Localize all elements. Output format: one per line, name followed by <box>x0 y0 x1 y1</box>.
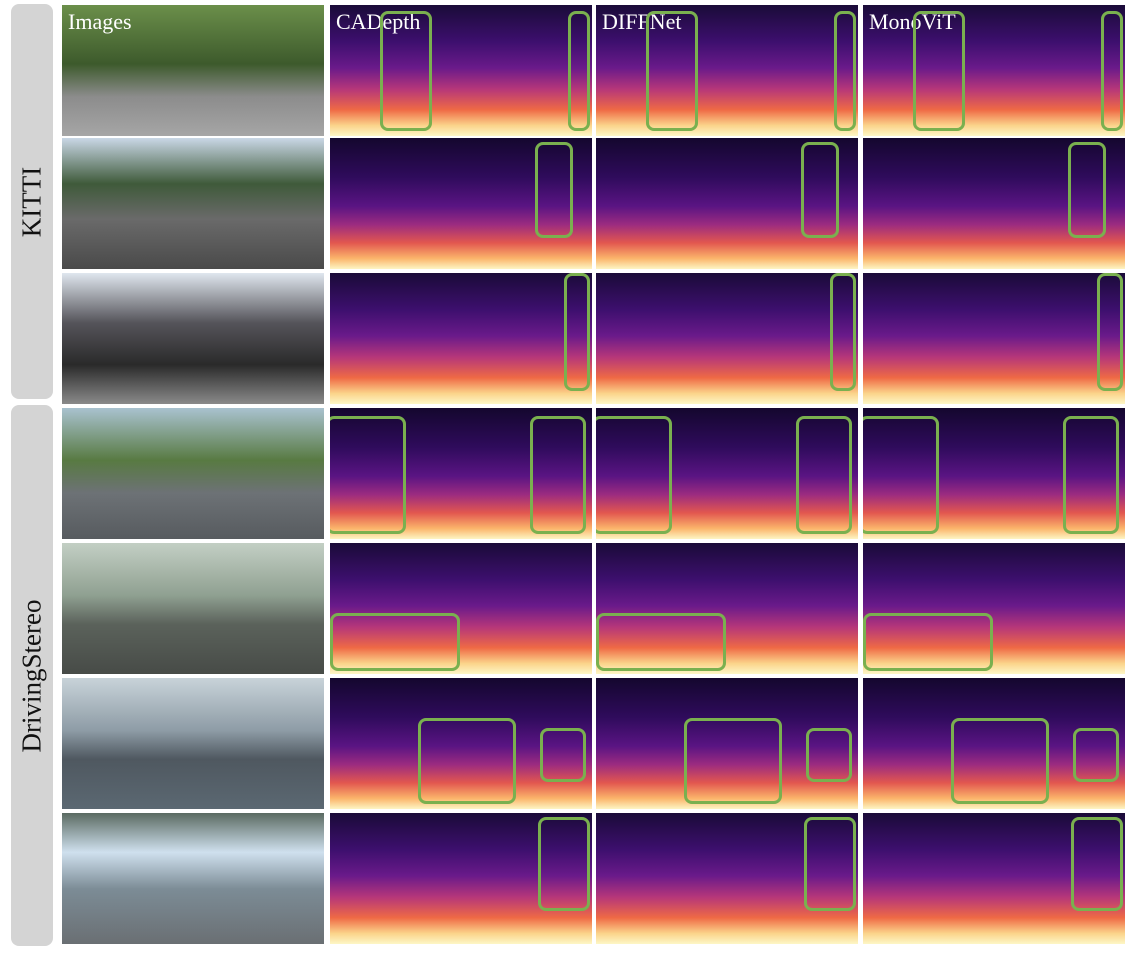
group-label-kitti: KITTI <box>11 4 53 399</box>
highlight-box-row7-col3-1 <box>804 817 856 911</box>
depth-map-row2-col4 <box>863 138 1125 269</box>
highlight-box-row4-col3-1 <box>596 416 672 534</box>
input-image-row4-col1 <box>62 408 324 539</box>
depth-map-row6-col4 <box>863 678 1125 809</box>
highlight-box-row6-col2-1 <box>418 718 516 804</box>
highlight-box-row7-col2-1 <box>538 817 590 911</box>
highlight-box-row4-col2-2 <box>530 416 586 534</box>
highlight-box-row2-col4-1 <box>1068 142 1106 238</box>
depth-map-row7-col4 <box>863 813 1125 944</box>
highlight-box-row4-col4-1 <box>863 416 939 534</box>
highlight-box-row6-col3-1 <box>684 718 782 804</box>
highlight-box-row1-col3-2 <box>834 11 856 131</box>
group-label-drivingstereo-text: DrivingStereo <box>16 599 47 752</box>
depth-map-row6-col2 <box>330 678 592 809</box>
highlight-box-row2-col2-1 <box>535 142 573 238</box>
depth-map-row3-col4 <box>863 273 1125 404</box>
highlight-box-row1-col3-1 <box>646 11 698 131</box>
input-image-row5-col1 <box>62 543 324 674</box>
highlight-box-row5-col2-1 <box>330 613 460 671</box>
input-image-row1-col1: Images <box>62 5 324 136</box>
highlight-box-row1-col2-2 <box>568 11 590 131</box>
depth-map-row4-col3 <box>596 408 858 539</box>
column-caption-3: DIFFNet <box>602 9 682 34</box>
depth-map-row4-col4 <box>863 408 1125 539</box>
highlight-box-row7-col4-1 <box>1071 817 1123 911</box>
highlight-box-row1-col4-1 <box>913 11 965 131</box>
depth-map-row1-col4: MonoViT <box>863 5 1125 136</box>
input-image-row6-col1 <box>62 678 324 809</box>
depth-map-row1-col2: CADepth <box>330 5 592 136</box>
depth-map-row2-col2 <box>330 138 592 269</box>
input-image-row7-col1 <box>62 813 324 944</box>
highlight-box-row4-col2-1 <box>330 416 406 534</box>
depth-map-row5-col3 <box>596 543 858 674</box>
group-label-kitti-text: KITTI <box>16 166 47 237</box>
highlight-box-row6-col2-2 <box>540 728 586 782</box>
depth-map-row3-col3 <box>596 273 858 404</box>
depth-map-row7-col3 <box>596 813 858 944</box>
highlight-box-row2-col3-1 <box>801 142 839 238</box>
highlight-box-row1-col2-1 <box>380 11 432 131</box>
depth-map-row2-col3 <box>596 138 858 269</box>
highlight-box-row4-col3-2 <box>796 416 852 534</box>
highlight-box-row5-col4-1 <box>863 613 993 671</box>
input-image-row2-col1 <box>62 138 324 269</box>
depth-map-row5-col4 <box>863 543 1125 674</box>
depth-map-row6-col3 <box>596 678 858 809</box>
group-label-drivingstereo: DrivingStereo <box>11 405 53 946</box>
depth-map-row1-col3: DIFFNet <box>596 5 858 136</box>
highlight-box-row1-col4-2 <box>1101 11 1123 131</box>
depth-map-row4-col2 <box>330 408 592 539</box>
highlight-box-row6-col4-2 <box>1073 728 1119 782</box>
highlight-box-row3-col4-1 <box>1097 273 1123 391</box>
column-caption-1: Images <box>68 9 132 34</box>
column-caption-4: MonoViT <box>869 9 956 34</box>
highlight-box-row6-col4-1 <box>951 718 1049 804</box>
depth-map-row5-col2 <box>330 543 592 674</box>
highlight-box-row6-col3-2 <box>806 728 852 782</box>
highlight-box-row3-col2-1 <box>564 273 590 391</box>
highlight-box-row3-col3-1 <box>830 273 856 391</box>
highlight-box-row4-col4-2 <box>1063 416 1119 534</box>
depth-map-row7-col2 <box>330 813 592 944</box>
column-caption-2: CADepth <box>336 9 421 34</box>
depth-map-row3-col2 <box>330 273 592 404</box>
input-image-row3-col1 <box>62 273 324 404</box>
highlight-box-row5-col3-1 <box>596 613 726 671</box>
